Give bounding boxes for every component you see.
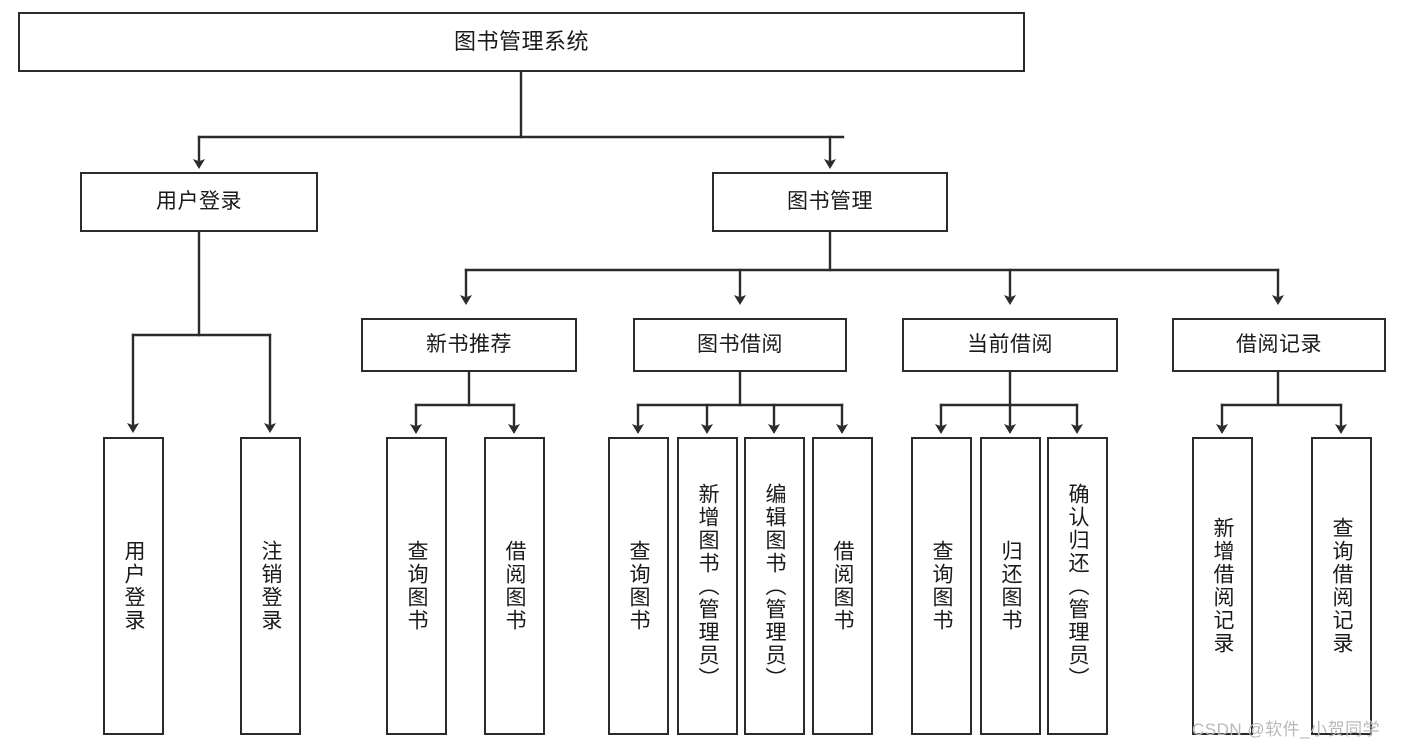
- node-label: 借阅图书: [831, 540, 854, 632]
- node-label: 用户登录: [122, 540, 145, 632]
- node-user-login[interactable]: 用户登录: [80, 172, 318, 232]
- node-borrow-record[interactable]: 借阅记录: [1172, 318, 1386, 372]
- node-new-book-recommend[interactable]: 新书推荐: [361, 318, 577, 372]
- leaf-add-borrow-record[interactable]: 新增借阅记录: [1192, 437, 1253, 735]
- node-label: 当前借阅: [967, 332, 1053, 356]
- node-label: 注销登录: [259, 540, 282, 632]
- leaf-query-book-current[interactable]: 查询图书: [911, 437, 972, 735]
- node-root-book-management-system[interactable]: 图书管理系统: [18, 12, 1025, 72]
- leaf-user-logout[interactable]: 注销登录: [240, 437, 301, 735]
- node-label: 新书推荐: [426, 332, 512, 356]
- node-label: 图书管理系统: [453, 29, 589, 55]
- node-label: 归还图书: [999, 540, 1022, 632]
- node-book-management[interactable]: 图书管理: [712, 172, 948, 232]
- node-label: 查询借阅记录: [1330, 517, 1353, 655]
- node-label: 新增借阅记录: [1211, 517, 1234, 655]
- node-label: 查询图书: [405, 540, 428, 632]
- node-label: 用户登录: [156, 189, 242, 213]
- node-label: 图书管理: [787, 189, 873, 213]
- leaf-query-book-recommend[interactable]: 查询图书: [386, 437, 447, 735]
- leaf-add-book[interactable]: 新增图书（管理员）: [677, 437, 738, 735]
- node-label: 借阅记录: [1236, 332, 1322, 356]
- leaf-return-book[interactable]: 归还图书: [980, 437, 1041, 735]
- leaf-edit-book[interactable]: 编辑图书（管理员）: [744, 437, 805, 735]
- node-label: 确认归还（管理员）: [1066, 482, 1089, 690]
- node-label: 借阅图书: [503, 540, 526, 632]
- csdn-watermark: CSDN @软件_小贺同学: [1192, 720, 1381, 739]
- node-label: 图书借阅: [697, 332, 783, 356]
- leaf-query-borrow-record[interactable]: 查询借阅记录: [1311, 437, 1372, 735]
- leaf-borrow-book[interactable]: 借阅图书: [812, 437, 873, 735]
- node-label: 查询图书: [930, 540, 953, 632]
- node-book-borrow[interactable]: 图书借阅: [633, 318, 847, 372]
- leaf-query-book-borrow[interactable]: 查询图书: [608, 437, 669, 735]
- leaf-user-login[interactable]: 用户登录: [103, 437, 164, 735]
- node-current-borrow[interactable]: 当前借阅: [902, 318, 1118, 372]
- node-label: 新增图书（管理员）: [696, 482, 719, 690]
- node-label: 查询图书: [627, 540, 650, 632]
- node-label: 编辑图书（管理员）: [763, 482, 786, 690]
- leaf-borrow-book-recommend[interactable]: 借阅图书: [484, 437, 545, 735]
- leaf-confirm-return[interactable]: 确认归还（管理员）: [1047, 437, 1108, 735]
